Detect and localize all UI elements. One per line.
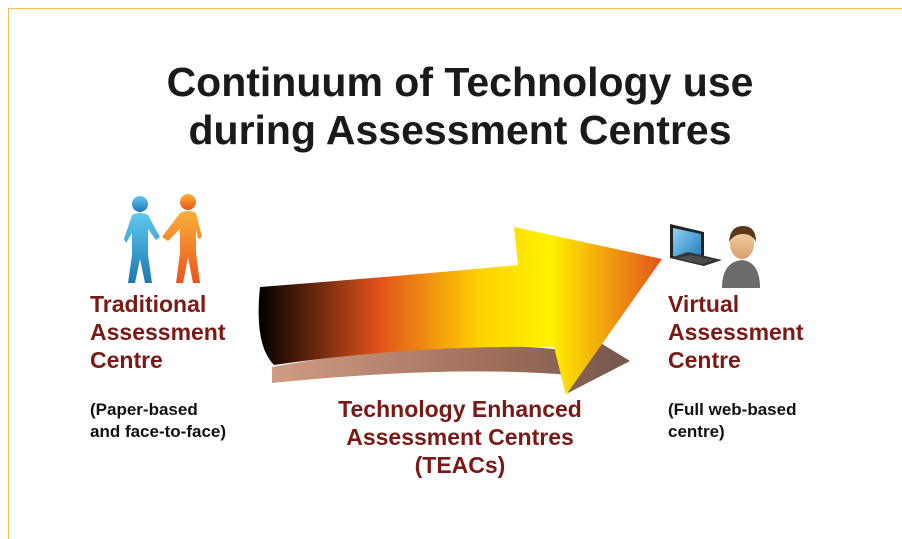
virtual-centre-label: Virtual Assessment Centre [668, 290, 804, 374]
frame-border-left [8, 8, 9, 539]
traditional-centre-note: (Paper-based and face-to-face) [90, 399, 226, 443]
left-note-line-1: (Paper-based [90, 400, 198, 419]
handshake-people-icon [124, 194, 202, 283]
right-note-line-2: centre) [668, 422, 725, 441]
right-note-line-1: (Full web-based [668, 400, 797, 419]
right-label-line-3: Centre [668, 347, 741, 373]
right-label-line-2: Assessment [668, 319, 804, 345]
traditional-centre-label: Traditional Assessment Centre [90, 290, 226, 374]
gradient-arrow [258, 227, 662, 395]
title-line-2: during Assessment Centres [188, 107, 732, 153]
virtual-centre-note: (Full web-based centre) [668, 399, 796, 443]
center-label-line-1: Technology Enhanced [338, 396, 582, 422]
teac-label: Technology Enhanced Assessment Centres (… [300, 395, 620, 479]
frame-border-top [8, 8, 902, 9]
center-label-line-2: Assessment Centres [346, 424, 574, 450]
left-note-line-2: and face-to-face) [90, 422, 227, 441]
title-line-1: Continuum of Technology use [166, 59, 754, 105]
right-label-line-1: Virtual [668, 291, 740, 317]
center-label-line-3: (TEACs) [414, 452, 506, 478]
slide-title: Continuum of Technology use during Asses… [40, 58, 880, 154]
left-label-line-2: Assessment [90, 319, 226, 345]
laptop-user-icon [670, 224, 760, 288]
left-label-line-1: Traditional [90, 291, 207, 317]
left-label-line-3: Centre [90, 347, 163, 373]
